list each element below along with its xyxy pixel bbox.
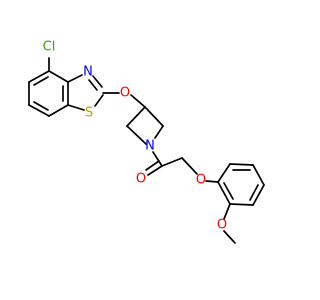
bond	[67, 74, 83, 83]
bond	[126, 106, 146, 127]
bond	[223, 203, 231, 220]
bond	[28, 104, 50, 117]
chlorine-atom-label: Cl	[43, 40, 56, 55]
bond	[217, 181, 231, 205]
thiazole-sulfur-label: S	[85, 106, 93, 121]
molecule-structure: Cl N S O N O O O	[0, 0, 300, 300]
bond	[48, 104, 69, 117]
bond	[223, 182, 234, 200]
ether-oxygen-label: O	[120, 86, 130, 101]
bond	[205, 180, 219, 183]
bond	[147, 165, 163, 176]
bond	[217, 163, 231, 183]
azetidine-nitrogen-label: N	[145, 139, 155, 154]
bond	[88, 79, 98, 91]
bond	[126, 125, 147, 145]
bond	[33, 76, 49, 86]
bond	[144, 106, 164, 127]
bond	[130, 94, 146, 108]
bond	[92, 75, 103, 88]
background	[0, 0, 300, 300]
bond	[28, 70, 50, 83]
aryloxy-oxygen-label: O	[196, 173, 206, 188]
bond	[154, 125, 164, 139]
methoxy-oxygen-label: O	[217, 218, 227, 233]
bond	[48, 70, 69, 83]
bond	[67, 104, 85, 111]
bond	[161, 157, 183, 167]
bond	[223, 230, 236, 244]
thiazole-nitrogen-label: N	[83, 65, 93, 80]
bond	[181, 157, 198, 175]
carbonyl-oxygen-label: O	[136, 172, 146, 187]
bond	[145, 160, 160, 171]
bond	[229, 203, 254, 206]
bond	[249, 184, 259, 201]
bond	[33, 101, 49, 111]
bond	[252, 184, 265, 206]
bonds	[28, 57, 265, 244]
bond	[229, 163, 254, 166]
bond	[94, 94, 104, 107]
bond	[252, 164, 265, 186]
bond	[152, 151, 163, 167]
atom-labels: Cl N S O N O O O	[43, 40, 227, 233]
